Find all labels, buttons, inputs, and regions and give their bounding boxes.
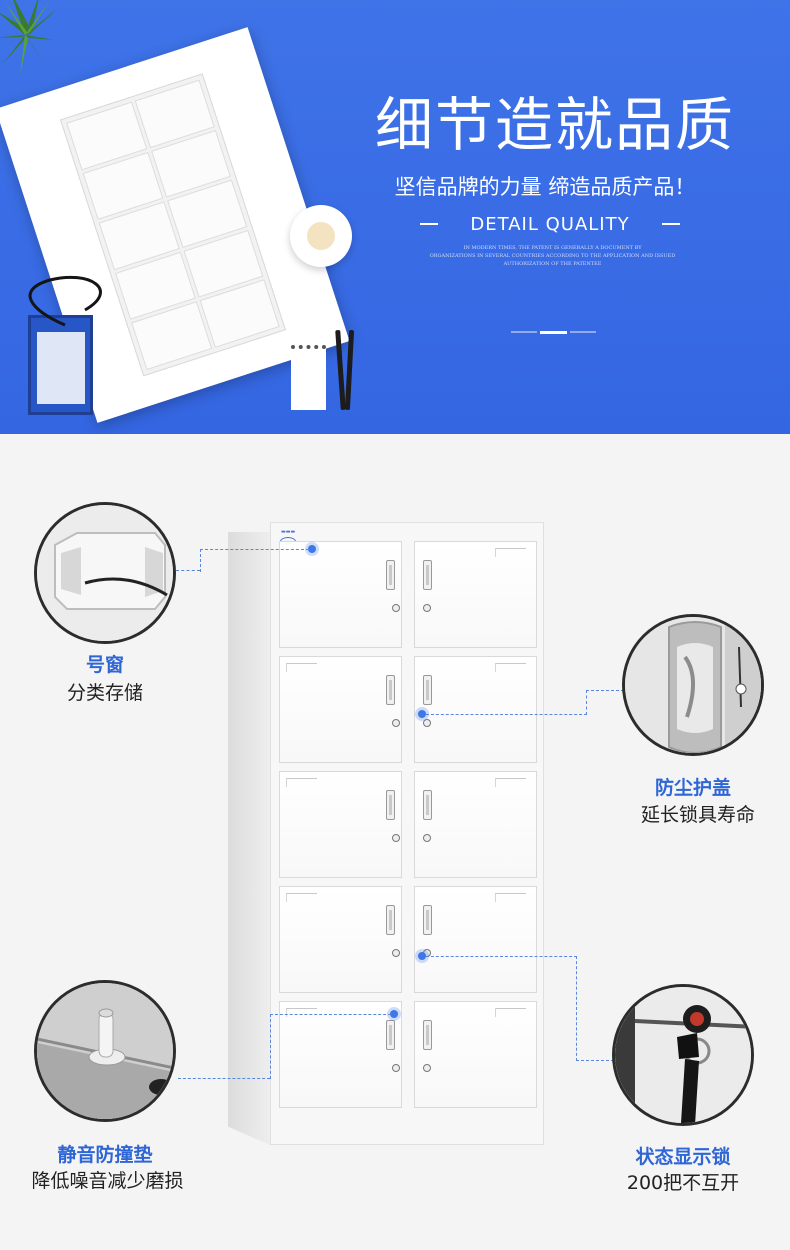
detail-quality-row: DETAIL QUALITY: [420, 210, 680, 238]
number-window-icon: [495, 1008, 526, 1017]
dust-cover-closeup: [622, 614, 764, 756]
number-window-icon: [286, 778, 317, 787]
number-window-icon: [495, 893, 526, 902]
lock-icon: [423, 1064, 431, 1072]
divider-dash: [420, 223, 438, 225]
cabinet-side-panel: [228, 532, 270, 1145]
callout-line: [586, 690, 624, 691]
number-window-icon: [37, 505, 173, 641]
callout-line: [426, 956, 577, 1061]
locker-door: [414, 541, 537, 648]
hero-banner: 细节造就品质 坚信品牌的力量 缔造品质产品！ DETAIL QUALITY IN…: [0, 0, 790, 434]
number-window-icon: [495, 548, 526, 557]
number-window-icon: [286, 1008, 317, 1017]
coffee-cup-decoration: [290, 205, 352, 267]
slide-indicator: [511, 331, 596, 334]
number-window-closeup: [34, 502, 176, 644]
locker-door: [279, 886, 402, 993]
door-handle-icon: [423, 905, 432, 935]
number-window-icon: [286, 663, 317, 672]
lock-icon: [392, 719, 400, 727]
feature-desc: 分类存储: [66, 682, 143, 704]
lock-icon: [392, 949, 400, 957]
notepad-decoration: [291, 345, 326, 410]
door-handle-icon: [423, 790, 432, 820]
plant-decoration: [0, 0, 58, 75]
feature-desc: 延长锁具寿命: [640, 804, 755, 826]
callout-line: [270, 1014, 391, 1079]
door-handle-icon: [423, 1020, 432, 1050]
status-lock-key-icon: [615, 987, 751, 1123]
locker-door: [414, 886, 537, 993]
door-handle-icon: [386, 1020, 395, 1050]
lock-icon: [392, 834, 400, 842]
banner-headline: 细节造就品质: [374, 91, 735, 159]
locker-door: [414, 656, 537, 763]
callout-line: [576, 1060, 614, 1061]
door-handle-icon: [386, 790, 395, 820]
poster-cabinet-image: [59, 73, 287, 377]
callout-marker: [418, 952, 426, 960]
locker-door: [414, 771, 537, 878]
dust-cover-icon: [625, 617, 761, 753]
locker-door: [414, 1001, 537, 1108]
feature-desc: 200把不互开: [626, 1172, 740, 1194]
lanyard-decoration: [28, 275, 102, 327]
id-badge-decoration: [28, 315, 93, 415]
callout-marker: [418, 710, 426, 718]
number-window-icon: [495, 778, 526, 787]
lock-icon: [423, 604, 431, 612]
callout-line: [176, 570, 200, 571]
feature-title: 状态显示锁: [635, 1146, 731, 1168]
banner-fine-print: IN MODERN TIMES, THE PATENT IS GENERALLY…: [429, 245, 676, 267]
number-window-icon: [495, 663, 526, 672]
callout-marker: [308, 545, 316, 553]
detail-quality-label: DETAIL QUALITY: [470, 213, 630, 235]
locker-door: [279, 541, 402, 648]
status-lock-closeup: [612, 984, 754, 1126]
lock-icon: [423, 834, 431, 842]
door-handle-icon: [386, 675, 395, 705]
door-handle-icon: [423, 675, 432, 705]
feature-desc: 降低噪音减少磨损: [31, 1170, 184, 1192]
lock-icon: [392, 604, 400, 612]
lock-icon: [423, 719, 431, 727]
feature-title: 号窗: [85, 654, 124, 676]
feature-title: 静音防撞垫: [57, 1144, 153, 1166]
silent-bumper-icon: [37, 983, 173, 1119]
silent-bumper-closeup: [34, 980, 176, 1122]
banner-subheadline: 坚信品牌的力量 缔造品质产品！: [394, 175, 696, 199]
cabinet-front: ▬▬▬: [270, 522, 544, 1145]
callout-marker: [390, 1010, 398, 1018]
locker-door: [279, 771, 402, 878]
door-handle-icon: [423, 560, 432, 590]
locker-door: [279, 1001, 402, 1108]
cabinet-logo-icon: ▬▬▬: [281, 529, 296, 535]
number-window-icon: [286, 893, 317, 902]
callout-line: [426, 690, 587, 715]
door-handle-icon: [386, 560, 395, 590]
divider-dash: [662, 223, 680, 225]
locker-door: [279, 656, 402, 763]
callout-line: [178, 1078, 270, 1079]
lock-icon: [392, 1064, 400, 1072]
door-handle-icon: [386, 905, 395, 935]
callout-line: [200, 549, 309, 572]
locker-cabinet: ▬▬▬: [228, 520, 544, 1145]
feature-title: 防尘护盖: [654, 777, 731, 799]
